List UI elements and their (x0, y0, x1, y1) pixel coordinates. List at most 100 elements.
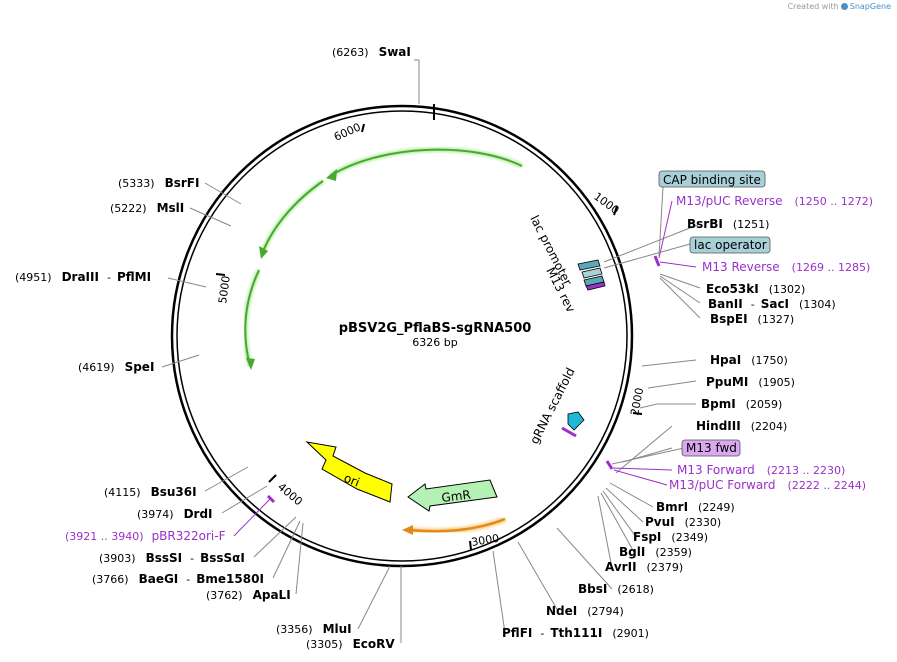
site-bspei: BspEI(1327) (710, 312, 794, 326)
primer-mark-m13-rev (653, 255, 661, 267)
svg-text:M13/pUC Reverse(1250 .. 1272): M13/pUC Reverse(1250 .. 1272) (676, 194, 873, 208)
site-msli: (5222)MslI (110, 201, 184, 215)
tick-label-3000: 3000 (470, 532, 500, 549)
lac-promoter-feature: lac promoter M13 rev (527, 213, 606, 315)
svg-text:(3974)DrdI: (3974)DrdI (137, 507, 213, 521)
svg-text:(5333)BsrFI: (5333)BsrFI (118, 176, 199, 190)
svg-text:M13 Reverse(1269 .. 1285): M13 Reverse(1269 .. 1285) (702, 260, 870, 274)
site-bsrfi: (5333)BsrFI (118, 176, 199, 190)
svg-text:HindIII(2204): HindIII(2204) (696, 419, 787, 433)
site-apali: (3762)ApaLI (206, 588, 291, 602)
green-feature-arcs (242, 147, 524, 370)
primer-m13-forward: M13 Forward(2213 .. 2230) (677, 463, 845, 477)
svg-text:(3921 .. 3940)pBR322ori-F: (3921 .. 3940)pBR322ori-F (65, 529, 226, 543)
site-bbsi: BbsI(2618) (578, 582, 654, 596)
svg-text:(6263)SwaI: (6263)SwaI (332, 45, 411, 59)
site-swai: (6263)SwaI (332, 45, 411, 59)
svg-text:PflFI-Tth111I(2901): PflFI-Tth111I(2901) (502, 626, 649, 640)
svg-text:BglI(2359): BglI(2359) (619, 545, 692, 559)
svg-text:HpaI(1750): HpaI(1750) (710, 353, 788, 367)
site-drdi: (3974)DrdI (137, 507, 213, 521)
site-eco53ki: Eco53kI(1302) (706, 282, 805, 296)
site-pflfi-tth111i: PflFI-Tth111I(2901) (502, 626, 649, 640)
site-banii-saci: BanII-SacI(1304) (708, 297, 836, 311)
orange-feature-arc (402, 516, 507, 535)
svg-text:(4951)DraIII-PflMI: (4951)DraIII-PflMI (15, 270, 151, 284)
primer-m13-reverse: M13 Reverse(1269 .. 1285) (702, 260, 870, 274)
svg-text:NdeI(2794): NdeI(2794) (546, 604, 624, 618)
site-fspi: FspI(2349) (633, 530, 708, 544)
site-pvui: PvuI(2330) (645, 515, 721, 529)
svg-text:BmrI(2249): BmrI(2249) (656, 500, 735, 514)
primer-m13-puc-forward: M13/pUC Forward(2222 .. 2244) (669, 478, 866, 492)
site-bsssi-bsssai: (3903)BssSI-BssSαI (99, 551, 245, 565)
svg-text:(3762)ApaLI: (3762)ApaLI (206, 588, 291, 602)
plasmid-name: pBSV2G_PflaBS-sgRNA500 (339, 321, 532, 336)
tick-mark-5000 (215, 273, 226, 276)
svg-text:CAP binding site: CAP binding site (663, 173, 761, 187)
primer-mark-pbr322 (266, 494, 276, 504)
site-ecorv: (3305)EcoRV (306, 637, 395, 651)
site-mlui: (3356)MluI (276, 622, 352, 636)
tick-label-2000: 2000 (628, 387, 646, 417)
ori-label: ori (342, 471, 362, 490)
svg-text:FspI(2349): FspI(2349) (633, 530, 708, 544)
box-lac-operator: lac operator (689, 236, 771, 254)
snapgene-logo-icon (840, 3, 848, 10)
svg-text:(4115)Bsu36I: (4115)Bsu36I (104, 485, 197, 499)
site-bsu36i: (4115)Bsu36I (104, 485, 197, 499)
svg-text:M13 Forward(2213 .. 2230): M13 Forward(2213 .. 2230) (677, 463, 845, 477)
svg-text:BbsI(2618): BbsI(2618) (578, 582, 654, 596)
site-bpmi: BpmI(2059) (701, 397, 782, 411)
svg-text:BsrBI(1251): BsrBI(1251) (687, 217, 769, 231)
site-baegi-bme1580i: (3766)BaeGI-Bme1580I (92, 572, 264, 586)
ori-feature: ori (305, 441, 393, 503)
svg-text:(3356)MluI: (3356)MluI (276, 622, 352, 636)
gmr-label: GmR (441, 488, 472, 505)
svg-text:BpmI(2059): BpmI(2059) (701, 397, 782, 411)
gmr-feature: GmR (407, 479, 498, 512)
credit-brand: SnapGene (849, 2, 891, 11)
backbone-inner (176, 110, 628, 562)
svg-text:AvrII(2379): AvrII(2379) (605, 560, 683, 574)
box-m13-fwd: M13 fwd (681, 439, 741, 457)
svg-text:BanII-SacI(1304): BanII-SacI(1304) (708, 297, 836, 311)
svg-text:PpuMI(1905): PpuMI(1905) (706, 375, 795, 389)
m13-rev-label: M13 rev (543, 265, 578, 315)
box-leader-lines (603, 186, 691, 465)
site-bmri: BmrI(2249) (656, 500, 735, 514)
snapgene-credit: Created with SnapGene (788, 2, 891, 11)
tick-label-5000: 5000 (216, 275, 233, 305)
plasmid-length: 6326 bp (412, 336, 457, 349)
primer-m13-puc-reverse: M13/pUC Reverse(1250 .. 1272) (676, 194, 873, 208)
site-spei: (4619)SpeI (78, 360, 154, 374)
site-hpai: HpaI(1750) (710, 353, 788, 367)
leader-lines (161, 59, 701, 643)
site-ppumi: PpuMI(1905) (706, 375, 795, 389)
site-hindiii: HindIII(2204) (696, 419, 787, 433)
tick-mark-2000 (632, 412, 643, 415)
tick-mark-3000 (469, 540, 472, 551)
svg-text:(3305)EcoRV: (3305)EcoRV (306, 637, 395, 651)
tick-mark-4000 (268, 474, 277, 483)
primer-pbr322ori-f: (3921 .. 3940)pBR322ori-F (65, 529, 226, 543)
site-bgli: BglI(2359) (619, 545, 692, 559)
grna-scaffold-feature: gRNA scaffold (527, 365, 585, 446)
credit-prefix: Created with (787, 2, 839, 11)
svg-text:BspEI(1327): BspEI(1327) (710, 312, 794, 326)
svg-text:(3903)BssSI-BssSαI: (3903)BssSI-BssSαI (99, 551, 245, 565)
box-cap-binding-site: CAP binding site (658, 170, 766, 188)
svg-text:(3766)BaeGI-Bme1580I: (3766)BaeGI-Bme1580I (92, 572, 264, 586)
svg-text:PvuI(2330): PvuI(2330) (645, 515, 721, 529)
site-avrii: AvrII(2379) (605, 560, 683, 574)
svg-text:Eco53kI(1302): Eco53kI(1302) (706, 282, 805, 296)
svg-text:(4619)SpeI: (4619)SpeI (78, 360, 154, 374)
primer-leader-lines (233, 200, 697, 537)
backbone-outer (170, 104, 634, 568)
svg-text:lac operator: lac operator (694, 238, 767, 252)
tick-mark-1000 (613, 205, 618, 216)
svg-text:M13 fwd: M13 fwd (686, 441, 737, 455)
tick-label-4000: 4000 (275, 480, 305, 508)
primer-mark-m13-fwd (605, 460, 614, 470)
